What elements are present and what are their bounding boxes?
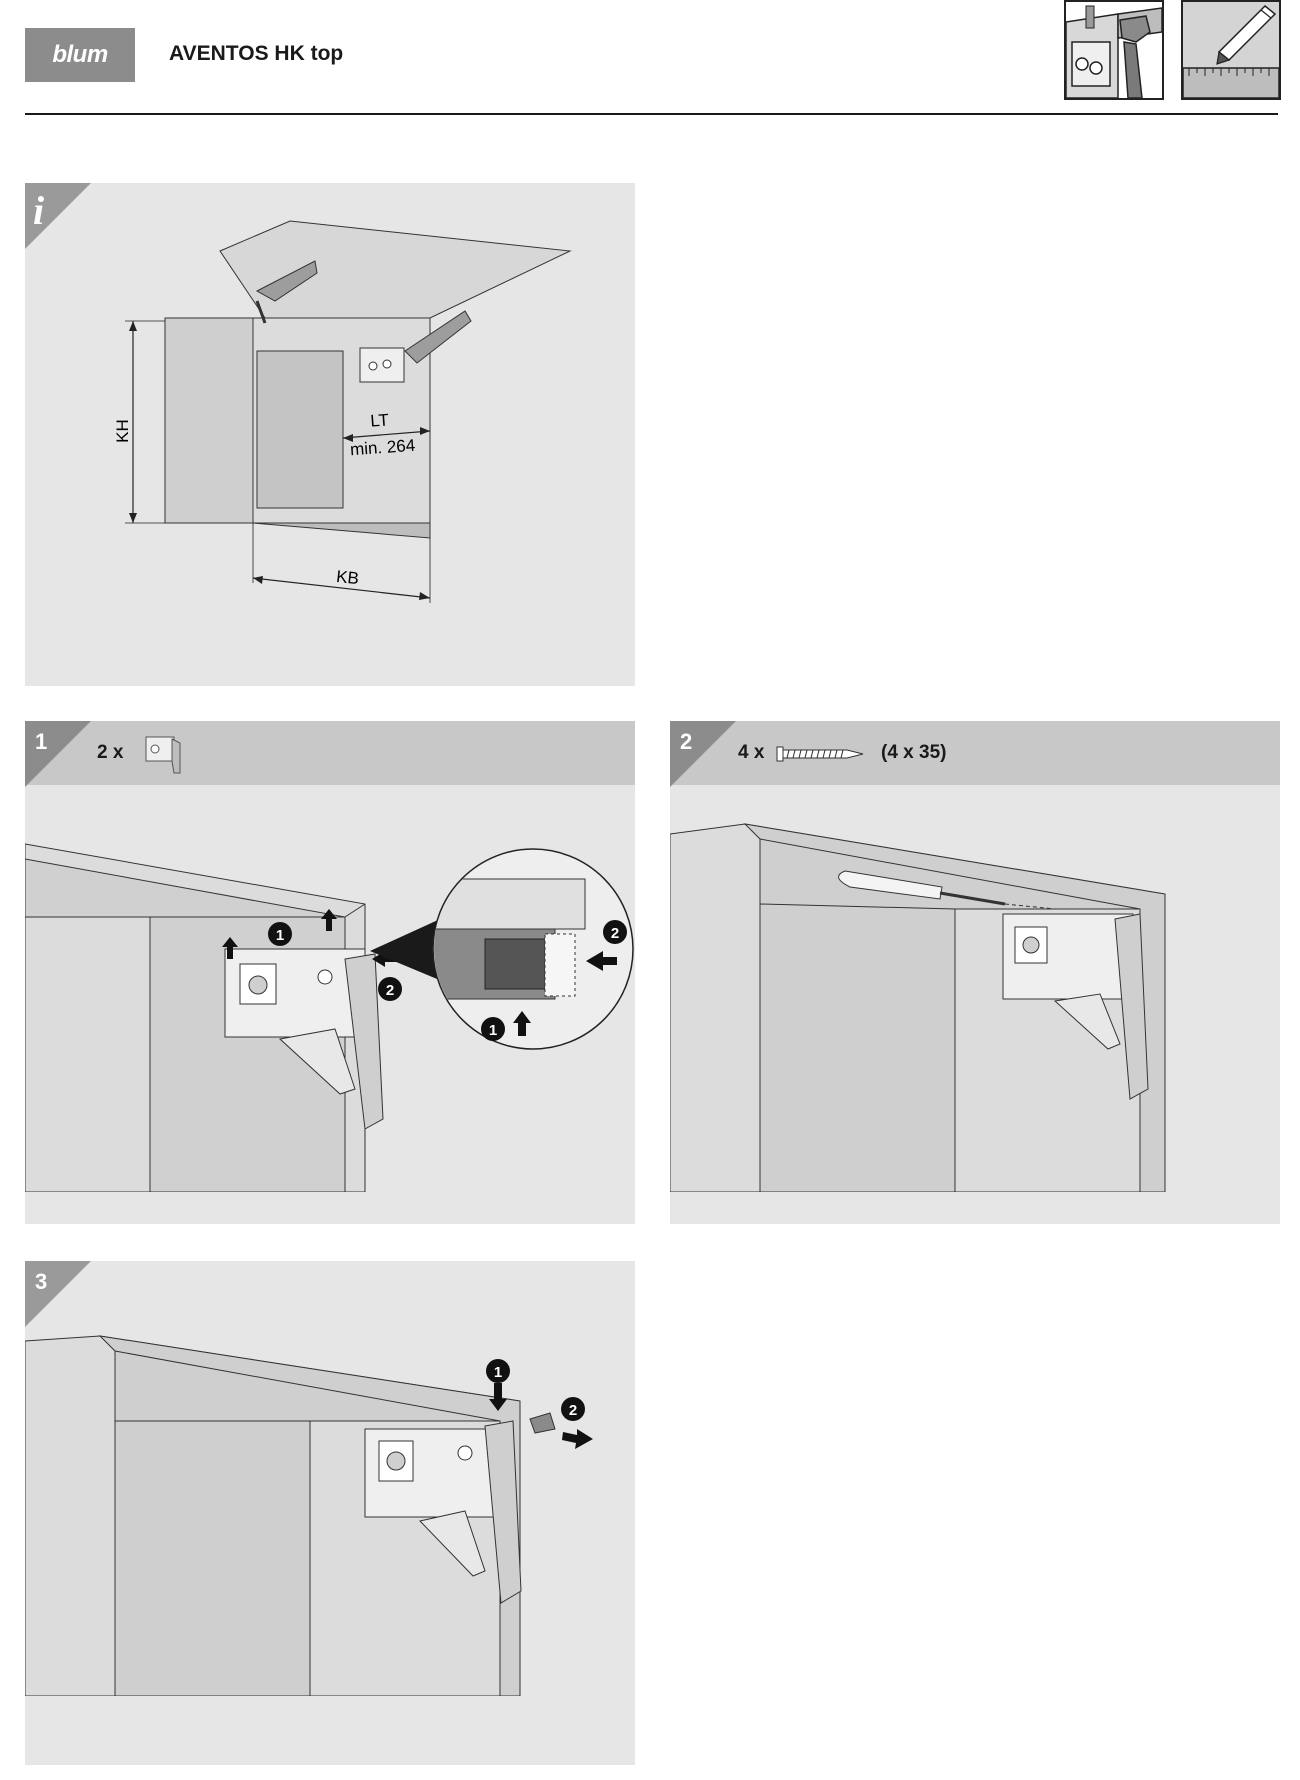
cabinet-dimension-drawing: KH LT min. 264 KB xyxy=(113,220,572,603)
document-title: AVENTOS HK top xyxy=(169,42,344,65)
callout-2-badge xyxy=(378,977,402,1001)
step-2-number: 2 xyxy=(680,729,693,754)
callout-1-badge xyxy=(268,922,292,946)
info-corner xyxy=(25,183,91,249)
blum-logo: blum xyxy=(25,28,135,82)
step-3-corner xyxy=(25,1261,91,1327)
callout-2-text: 2 xyxy=(386,982,394,999)
arrow-down-icon xyxy=(489,1383,507,1411)
lift-mechanism-icon xyxy=(145,736,181,774)
callout-1-text: 1 xyxy=(276,927,284,944)
logo-text: blum xyxy=(52,41,108,68)
step-1-number: 1 xyxy=(35,729,48,754)
arrow-up-icon xyxy=(222,909,337,959)
step-1-illustration: 1 2 2 1 xyxy=(25,843,634,1192)
dim-lt-label: LT xyxy=(370,410,390,430)
detail-callout-1: 1 xyxy=(489,1022,497,1039)
detail-callout-2: 2 xyxy=(611,925,619,942)
step-1-corner xyxy=(25,721,91,787)
info-icon: i xyxy=(33,188,45,233)
header-rule xyxy=(25,113,1278,115)
step-2-panel: 2 4 x (4 x 35) xyxy=(670,721,1280,1224)
step-3-callout-2: 2 xyxy=(569,1402,577,1419)
dim-kh-label: KH xyxy=(113,419,132,443)
dim-kb-label: KB xyxy=(335,567,360,588)
step-1-header xyxy=(25,721,635,785)
step-2-screw-spec: (4 x 35) xyxy=(881,742,947,763)
step-1-quantity: 2 x xyxy=(97,742,124,763)
step-2-corner xyxy=(670,721,736,787)
step-3-panel: 3 1 2 xyxy=(25,1261,635,1765)
dim-lt-min: min. 264 xyxy=(349,436,415,460)
cap-part-icon xyxy=(529,1412,556,1434)
step-3-callout-1: 1 xyxy=(494,1364,502,1381)
step-3-illustration: 1 2 xyxy=(25,1335,635,1765)
arrow-right-icon xyxy=(562,1429,593,1449)
step-2-header xyxy=(670,721,1280,785)
step-2-quantity: 4 x xyxy=(738,742,765,763)
info-panel: i KH LT min. 264 KB xyxy=(25,183,635,686)
step-1-panel: 1 2 x 1 2 xyxy=(25,721,635,1224)
pencil-ruler-icon xyxy=(1181,0,1281,100)
screw-icon xyxy=(776,746,864,762)
step-2-illustration xyxy=(670,823,1166,1192)
step-3-number: 3 xyxy=(35,1269,48,1294)
hardware-icon xyxy=(1064,0,1164,100)
